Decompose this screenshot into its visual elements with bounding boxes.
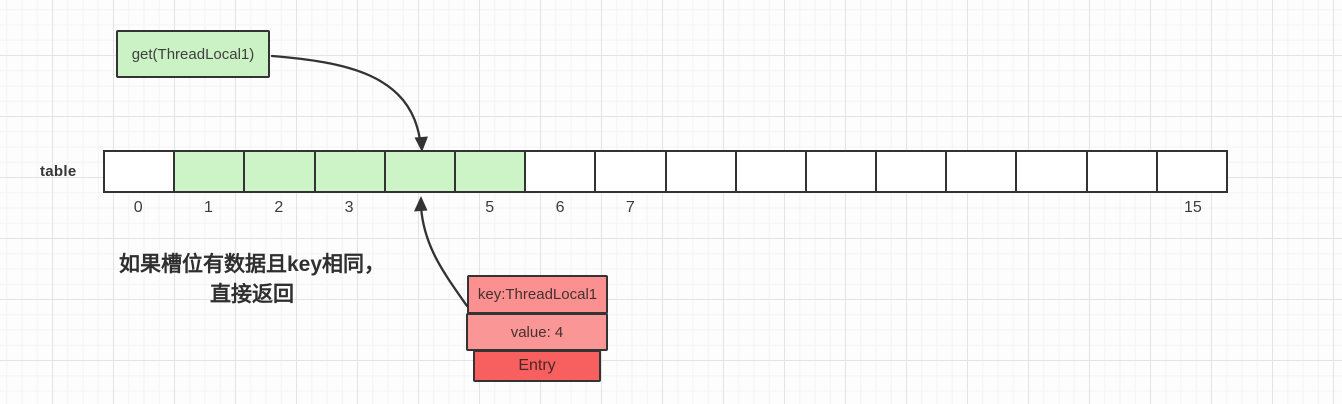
cell-index-label	[947, 199, 1017, 221]
table-cell	[875, 150, 948, 193]
table-cell	[664, 150, 737, 193]
table-label: table	[40, 163, 77, 180]
cell-index-label	[666, 199, 736, 221]
entry-key-box: key:ThreadLocal1	[467, 275, 608, 314]
table-cell	[804, 150, 878, 193]
table-cell	[594, 150, 667, 193]
cell-index-label: 7	[625, 199, 635, 216]
cell-index-label: 0	[133, 199, 143, 216]
cell-index-label	[1017, 199, 1087, 221]
table-cells	[103, 150, 1228, 193]
annotation-line1: 如果槽位有数据且key相同，	[118, 253, 386, 276]
entry-key-label: key:ThreadLocal1	[477, 286, 598, 303]
arrow-get-to-slot4	[270, 54, 428, 152]
get-call-label: get(ThreadLocal1)	[131, 45, 255, 63]
cell-index-label	[736, 199, 806, 221]
table-cell	[1155, 150, 1228, 193]
cell-index-label: 15	[1183, 199, 1202, 216]
table-cell	[103, 150, 176, 193]
annotation-line2: 直接返回	[210, 283, 294, 306]
cell-index-label	[806, 199, 876, 221]
annotation-text: 如果槽位有数据且key相同， 直接返回	[104, 250, 400, 310]
entry-value-label: value: 4	[510, 323, 564, 341]
cell-index-label: 5	[485, 199, 495, 216]
table-cell	[524, 150, 597, 193]
table-cell	[243, 150, 316, 193]
table-cell	[945, 150, 1018, 193]
cell-index-label	[876, 199, 946, 221]
get-call-box: get(ThreadLocal1)	[116, 30, 270, 78]
cell-index-label: 3	[344, 199, 354, 216]
cell-index-label: 4	[414, 199, 424, 216]
entry-value-box: value: 4	[466, 313, 608, 351]
cell-index-label: 6	[555, 199, 565, 216]
table-cell	[1015, 150, 1088, 193]
cell-index-label: 1	[204, 199, 213, 216]
cell-index-label: 2	[274, 199, 284, 216]
cell-index-label	[1087, 199, 1157, 221]
table-indices: 0 1 2 3 4 5 6 7 15	[103, 199, 1228, 221]
table-cell	[1085, 150, 1158, 193]
entry-type-label: Entry	[518, 357, 556, 374]
table-cell	[173, 150, 246, 193]
table-cell	[453, 150, 527, 193]
entry-type-box: Entry	[473, 350, 601, 382]
table-cell	[383, 150, 456, 193]
table-cell	[734, 150, 807, 193]
table-cell	[313, 150, 386, 193]
